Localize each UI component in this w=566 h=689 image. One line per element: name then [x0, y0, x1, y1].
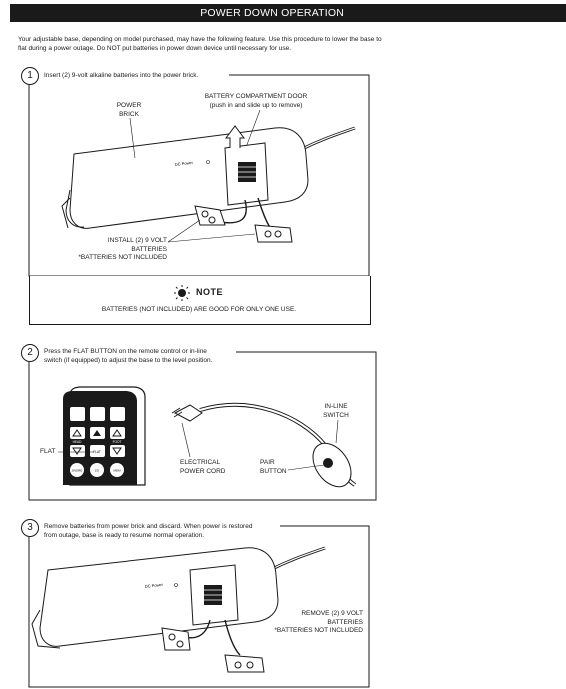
- note-title: NOTE: [196, 287, 224, 297]
- step1-number: 1: [21, 67, 39, 85]
- power-brick-illustration: DC Power: [61, 110, 356, 243]
- step2-instruction: Press the FLAT BUTTON on the remote cont…: [44, 348, 213, 364]
- label-electrical-cord: ELECTRICAL POWER CORD: [180, 459, 226, 475]
- step2-number: 2: [21, 344, 39, 362]
- intro-paragraph: Your adjustable base, depending on model…: [18, 36, 382, 52]
- power-brick-removal-illustration: DC Power: [31, 546, 326, 673]
- step3-number: 3: [21, 519, 39, 537]
- page-title: POWER DOWN OPERATION: [200, 7, 344, 19]
- cord-switch-illustration: [171, 402, 357, 488]
- label-flat: FLAT: [40, 448, 56, 455]
- label-in-line-switch: IN-LINE SWITCH: [323, 403, 349, 419]
- svg-text:SNORE: SNORE: [72, 469, 83, 473]
- label-remove-batteries: REMOVE (2) 9 VOLT BATTERIES *BATTERIES N…: [274, 610, 363, 634]
- remote-control-illustration: HEAD FOOT FLAT SNORE ZG MEM: [63, 386, 146, 486]
- label-install-batteries: INSTALL (2) 9 VOLT BATTERIES *BATTERIES …: [78, 237, 167, 261]
- brick-marking: DC Power: [175, 160, 194, 167]
- brick-marking-step3: DC Power: [145, 582, 164, 589]
- step1-instruction: Insert (2) 9-volt alkaline batteries int…: [44, 72, 199, 79]
- svg-text:FLAT: FLAT: [93, 450, 101, 454]
- note-box: [29, 276, 371, 325]
- step3-instruction: Remove batteries from power brick and di…: [44, 523, 253, 539]
- svg-text:FOOT: FOOT: [113, 440, 122, 444]
- svg-text:MEM: MEM: [114, 469, 122, 473]
- label-battery-door: BATTERY COMPARTMENT DOOR (push in and sl…: [204, 93, 308, 109]
- label-power-brick: POWER BRICK: [116, 102, 142, 118]
- lightbulb-icon: [174, 285, 190, 301]
- svg-text:HEAD: HEAD: [73, 440, 83, 444]
- note-text: BATTERIES (NOT INCLUDED) ARE GOOD FOR ON…: [101, 306, 297, 313]
- flat-leader-line: [58, 451, 94, 453]
- svg-text:ZG: ZG: [95, 469, 100, 473]
- label-pair-button: PAIR BUTTON: [260, 459, 287, 475]
- section-header: POWER DOWN OPERATION: [10, 4, 566, 22]
